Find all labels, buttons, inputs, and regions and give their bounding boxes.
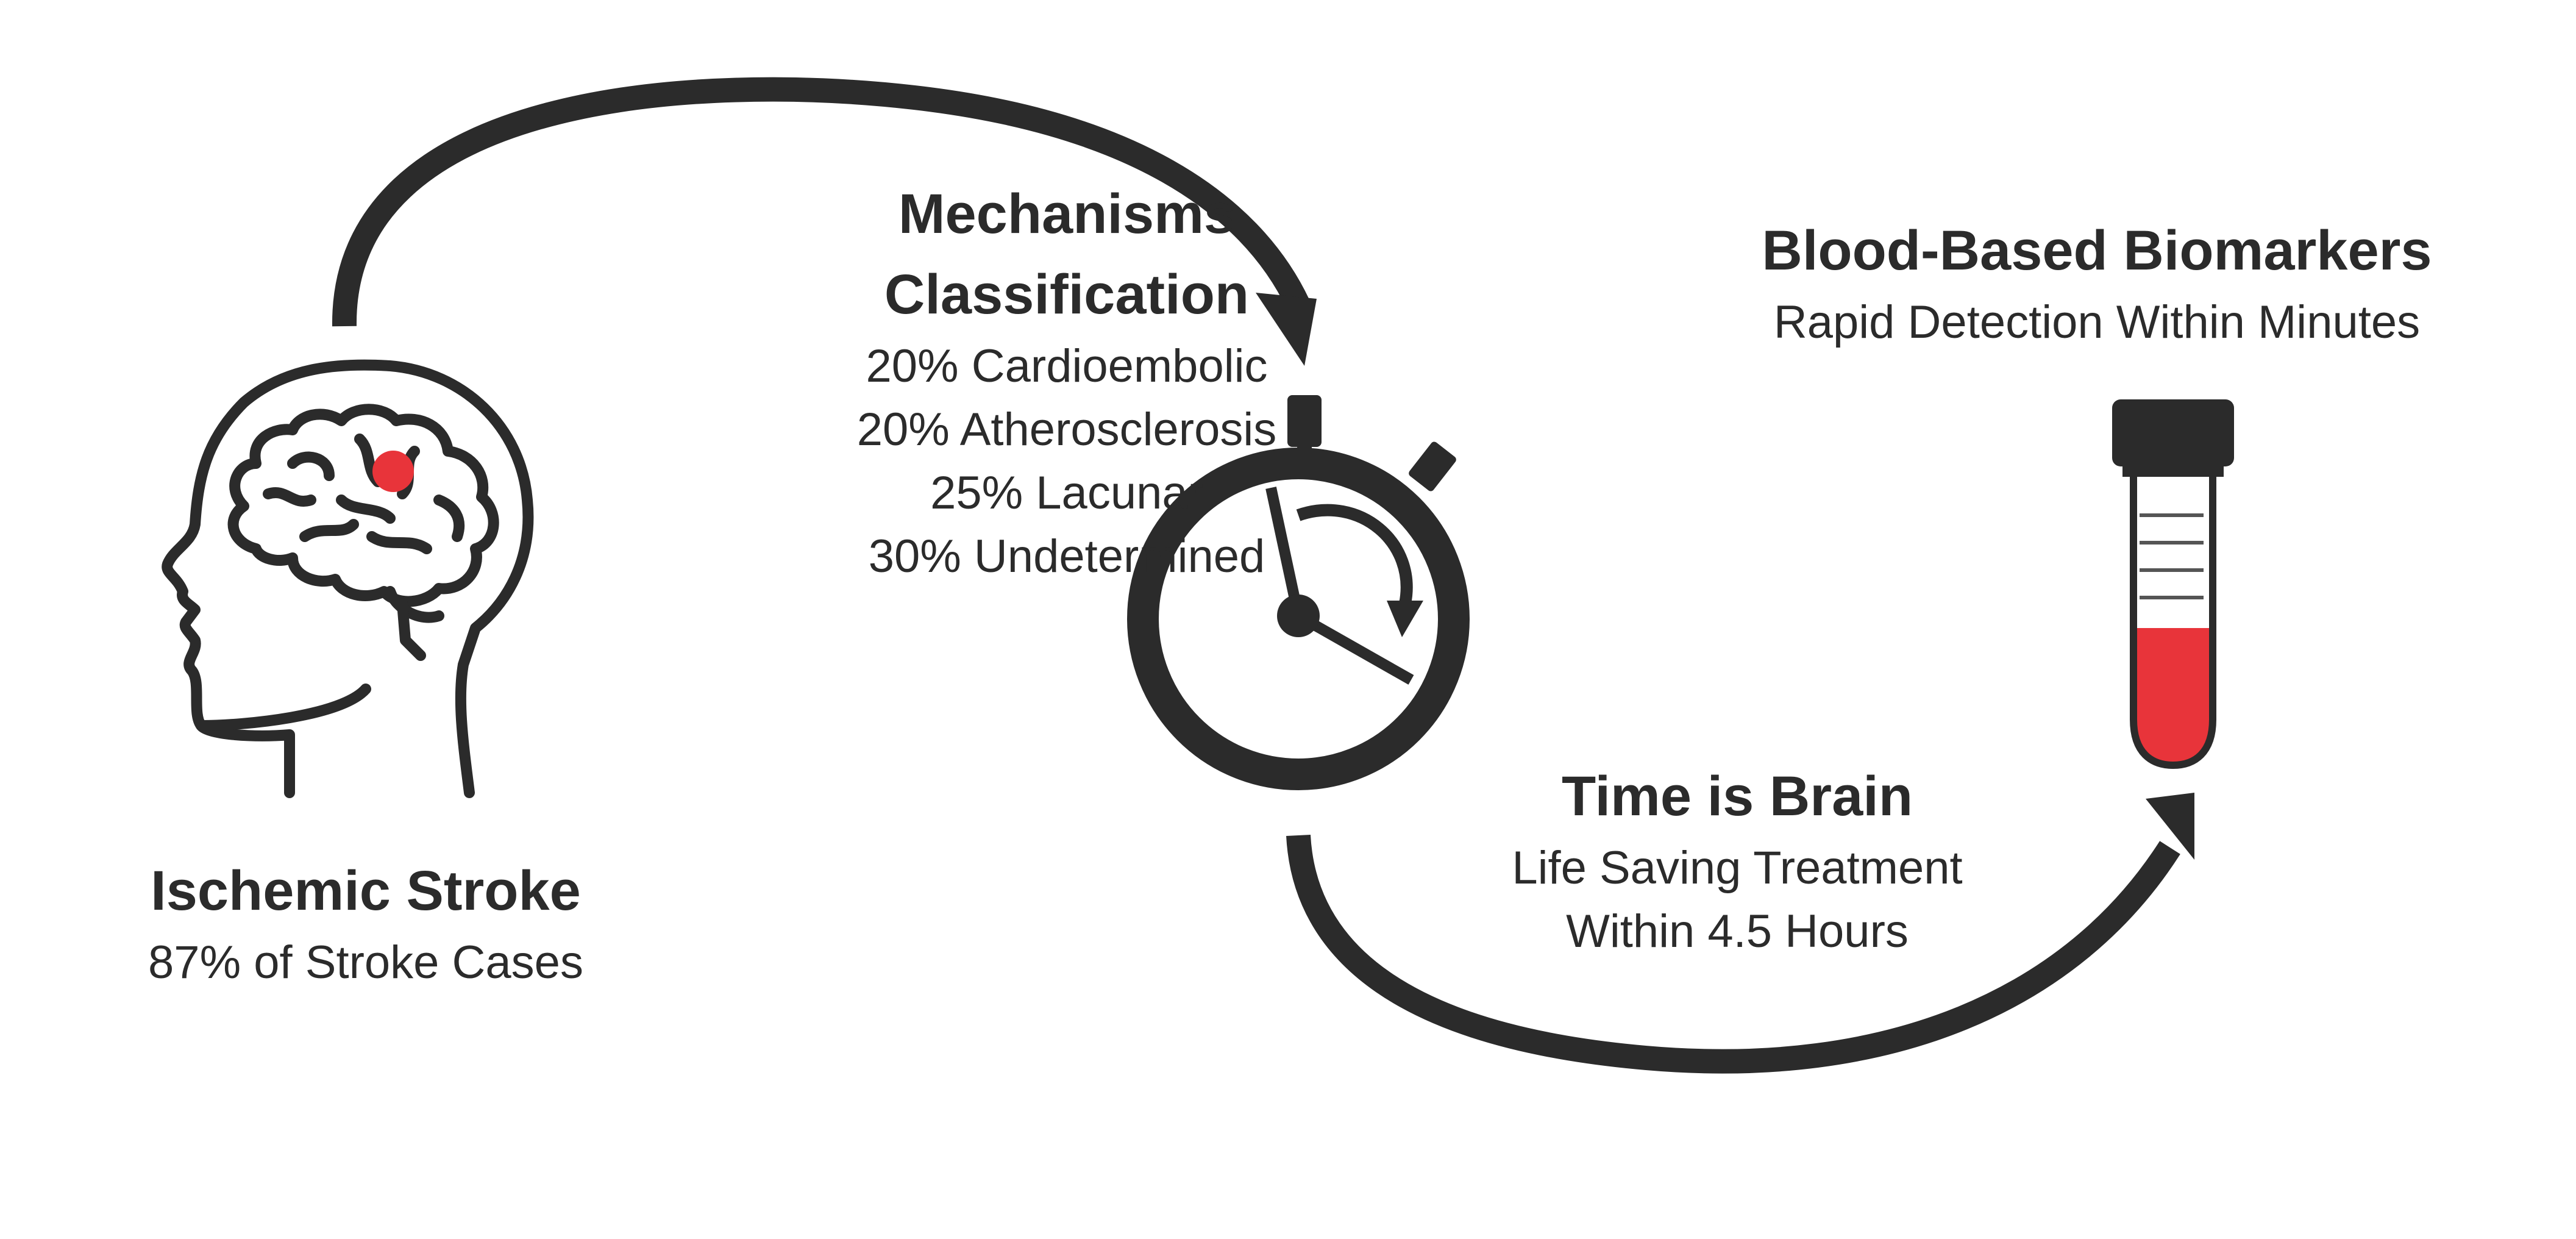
- bottom-arrow: [1286, 793, 2194, 1074]
- mechanism-item-lacunar: 25% Lacunar: [930, 467, 1203, 519]
- stroke-location-dot: [372, 451, 414, 492]
- biomarkers-subtitle: Rapid Detection Within Minutes: [1773, 296, 2421, 348]
- stopwatch-icon: [1127, 395, 1470, 790]
- ischemic-stroke-subtitle: 87% of Stroke Cases: [148, 937, 583, 988]
- mechanisms-title-line2: Classification: [884, 263, 1250, 326]
- time-is-brain-line2: Within 4.5 Hours: [1566, 905, 1909, 957]
- biomarkers-section: Blood-Based Biomarkers Rapid Detection W…: [1670, 210, 2524, 354]
- time-is-brain-title: Time is Brain: [1561, 765, 1913, 827]
- mechanism-item-atherosclerosis: 20% Atherosclerosis: [856, 404, 1277, 455]
- time-is-brain-line1: Life Saving Treatment: [1512, 842, 1963, 894]
- mechanisms-title-line1: Mechanisms: [898, 183, 1236, 245]
- ischemic-stroke-section: Ischemic Stroke 87% of Stroke Cases: [91, 851, 640, 994]
- ischemic-stroke-title: Ischemic Stroke: [151, 860, 581, 922]
- mechanism-item-cardioembolic: 20% Cardioembolic: [866, 340, 1268, 392]
- head-brain-icon: [162, 359, 534, 798]
- biomarkers-title: Blood-Based Biomarkers: [1762, 220, 2432, 282]
- mechanisms-section: Mechanisms Classification 20% Cardioembo…: [610, 174, 1524, 588]
- top-arrow: [332, 77, 1317, 366]
- blood-tube-icon: [2112, 399, 2234, 769]
- time-is-brain-section: Time is Brain Life Saving Treatment With…: [1432, 756, 2042, 963]
- mechanism-item-undetermined: 30% Undetermined: [868, 530, 1265, 582]
